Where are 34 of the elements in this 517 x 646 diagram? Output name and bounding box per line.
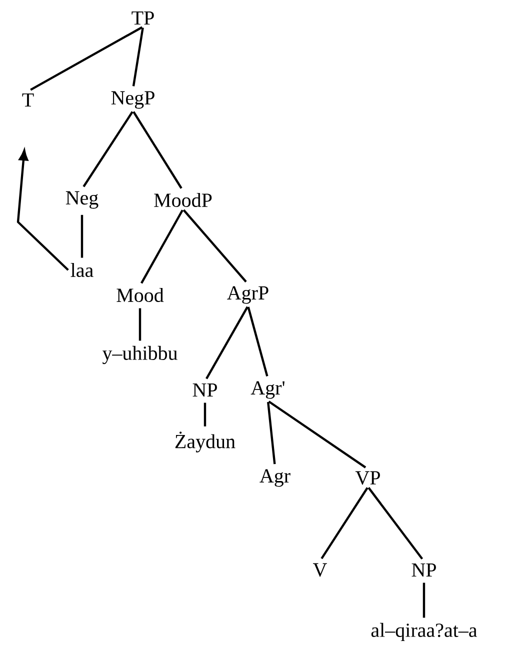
word-label: Żaydun xyxy=(175,432,236,452)
category-label: NP xyxy=(192,383,217,397)
category-label: Agr xyxy=(260,469,290,487)
branch-line xyxy=(268,400,366,468)
word-label: laa xyxy=(70,262,94,278)
category-label: T xyxy=(22,93,34,107)
category-label: Agr' xyxy=(250,381,284,399)
branch-line xyxy=(204,402,206,426)
category-label: TP xyxy=(132,11,154,25)
branch-line xyxy=(138,308,142,341)
branch-line xyxy=(140,210,184,284)
branch-line xyxy=(132,111,182,189)
branch-line xyxy=(182,209,247,282)
branch-line xyxy=(132,28,144,86)
category-label: V xyxy=(313,563,327,577)
category-label: NegP xyxy=(111,91,154,109)
branch-line xyxy=(267,402,276,464)
category-label: MoodP xyxy=(154,192,212,208)
word-label: al–qiraa?at–a xyxy=(371,622,478,642)
branch-line xyxy=(247,306,268,376)
branch-line xyxy=(320,487,368,560)
word-label: y–uhibbu xyxy=(102,346,178,364)
branch-line xyxy=(422,582,426,618)
category-label: Neg xyxy=(66,191,98,209)
category-label: VP xyxy=(355,471,380,485)
branch-line xyxy=(206,306,248,380)
category-label: NP xyxy=(412,563,436,577)
branch-line xyxy=(30,26,143,91)
branch-line xyxy=(368,487,424,560)
category-label: AgrP xyxy=(227,286,268,304)
category-label: Mood xyxy=(116,288,164,302)
movement-arrow xyxy=(16,150,69,271)
branch-line xyxy=(80,214,84,258)
branch-line xyxy=(82,111,134,188)
